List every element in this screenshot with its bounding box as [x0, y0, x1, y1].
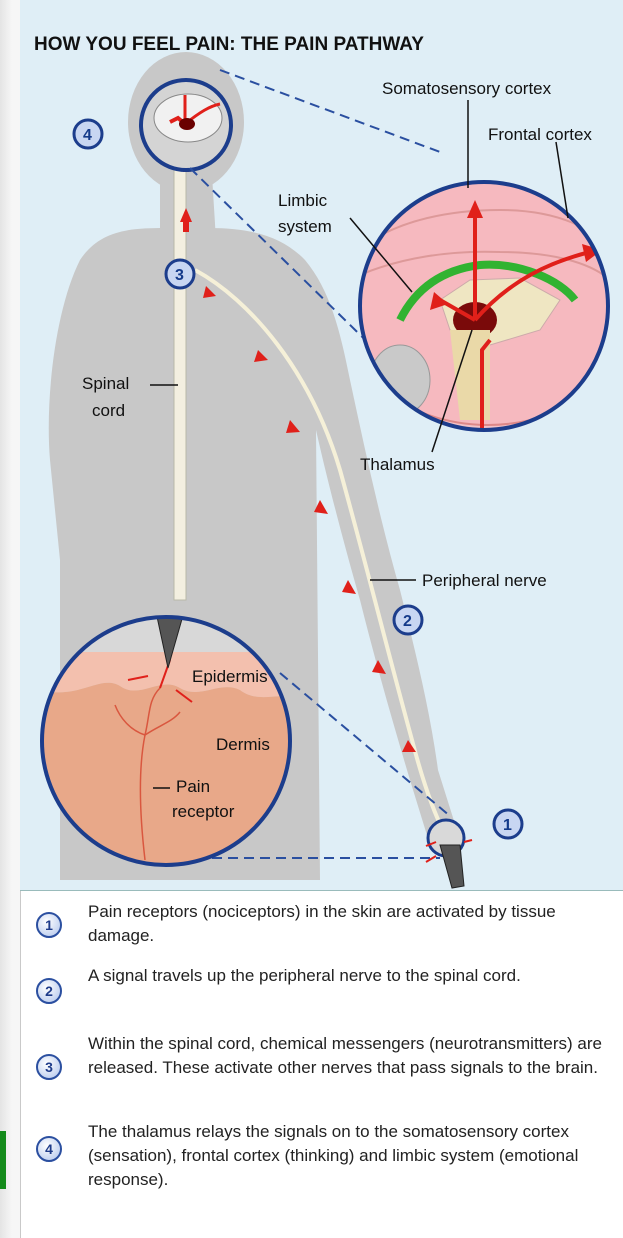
label-limbic-1: Limbic [278, 191, 328, 210]
green-side-marker [0, 1131, 6, 1189]
label-pain-1: Pain [176, 777, 210, 796]
step-3: 3 Within the spinal cord, chemical messe… [20, 1028, 620, 1116]
step-2-text: A signal travels up the peripheral nerve… [88, 964, 612, 988]
label-thalamus: Thalamus [360, 455, 435, 474]
step-4-text: The thalamus relays the signals on to th… [88, 1120, 612, 1192]
head-brain-circle [141, 80, 231, 170]
step-legend: 1 Pain receptors (nociceptors) in the sk… [20, 896, 620, 1204]
step-2: 2 A signal travels up the peripheral ner… [20, 960, 620, 1028]
badge-1: 1 [494, 810, 522, 838]
svg-text:1: 1 [503, 817, 512, 834]
svg-text:2: 2 [403, 613, 412, 630]
label-limbic-2: system [278, 217, 332, 236]
step-1-number: 1 [36, 912, 62, 938]
svg-text:4: 4 [83, 127, 92, 144]
label-spinal-1: Spinal [82, 374, 129, 393]
label-frontal: Frontal cortex [488, 125, 592, 144]
label-peripheral: Peripheral nerve [422, 571, 547, 590]
label-epidermis: Epidermis [192, 667, 268, 686]
diagram-svg: HOW YOU FEEL PAIN: THE PAIN PATHWAY [20, 0, 623, 890]
hand-pin-circle [426, 820, 472, 888]
step-4: 4 The thalamus relays the signals on to … [20, 1116, 620, 1204]
step-3-text: Within the spinal cord, chemical messeng… [88, 1032, 612, 1080]
step-4-number: 4 [36, 1136, 62, 1162]
svg-text:3: 3 [175, 267, 184, 284]
label-pain-2: receptor [172, 802, 235, 821]
diagram-title: HOW YOU FEEL PAIN: THE PAIN PATHWAY [34, 34, 424, 55]
pain-pathway-diagram: HOW YOU FEEL PAIN: THE PAIN PATHWAY [20, 0, 623, 891]
step-1: 1 Pain receptors (nociceptors) in the sk… [20, 896, 620, 960]
label-dermis: Dermis [216, 735, 270, 754]
badge-2: 2 [394, 606, 422, 634]
step-1-text: Pain receptors (nociceptors) in the skin… [88, 900, 612, 948]
badge-3: 3 [166, 260, 194, 288]
step-3-number: 3 [36, 1054, 62, 1080]
label-spinal-2: cord [92, 401, 125, 420]
brain-detail-circle [328, 145, 623, 430]
step-2-number: 2 [36, 978, 62, 1004]
label-somatosensory: Somatosensory cortex [382, 79, 552, 98]
badge-4: 4 [74, 120, 102, 148]
